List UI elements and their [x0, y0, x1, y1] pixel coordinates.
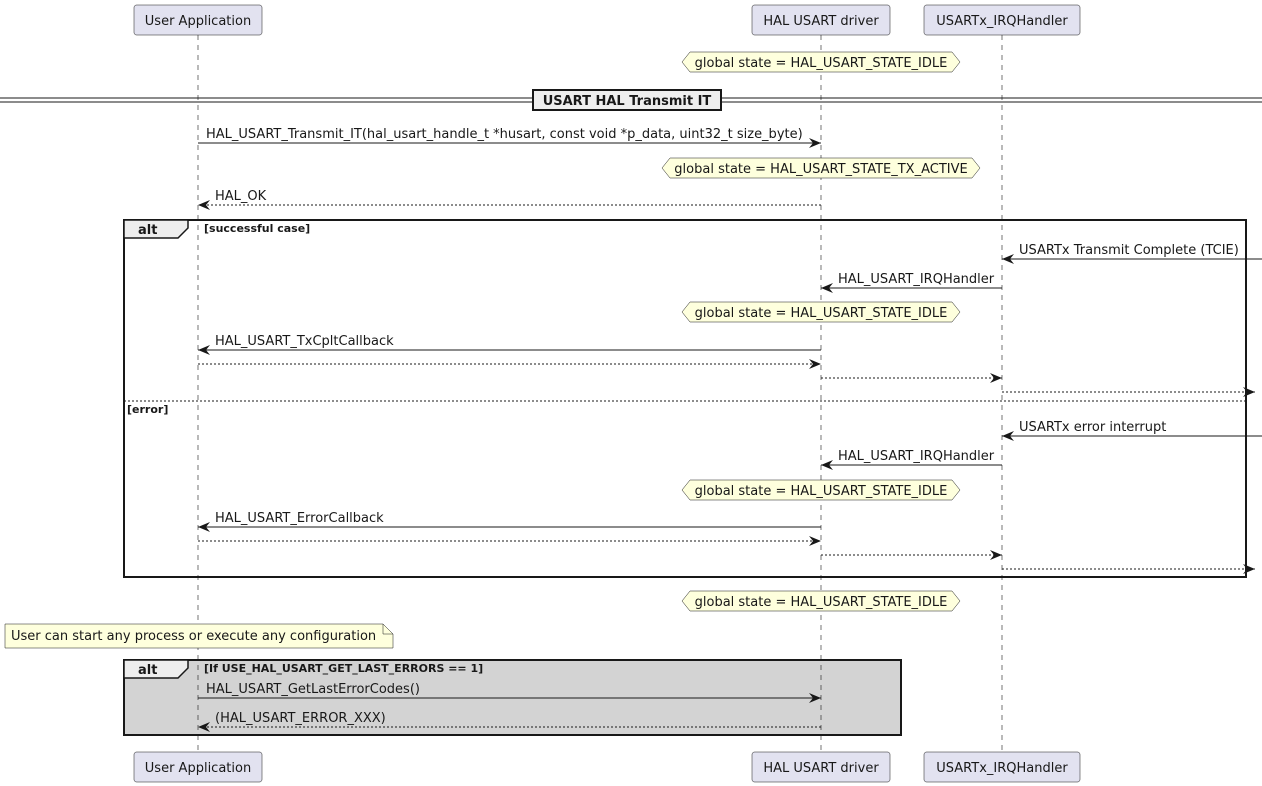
arrowhead-icon [198, 345, 210, 355]
arrowhead-icon [1002, 431, 1014, 441]
state-label: global state = HAL_USART_STATE_IDLE [695, 306, 948, 321]
message-label: HAL_OK [215, 189, 267, 204]
state-note: global state = HAL_USART_STATE_IDLE [681, 51, 961, 73]
message-label: HAL_USART_IRQHandler [838, 272, 995, 287]
participant-irq-top[interactable]: USARTx_IRQHandler [923, 4, 1081, 36]
return-message: HAL_OK [198, 189, 821, 210]
participant-user-bottom[interactable]: User Application [133, 751, 263, 783]
arrowhead-icon [809, 536, 821, 546]
message-label: USARTx error interrupt [1019, 420, 1166, 435]
arrowhead-icon [821, 460, 833, 470]
return-message [1002, 564, 1255, 574]
message-label: HAL_USART_TxCpltCallback [215, 334, 394, 349]
message-label: HAL_USART_GetLastErrorCodes() [206, 682, 420, 697]
arrowhead-icon [198, 200, 210, 210]
arrowhead-icon [1002, 254, 1014, 264]
arrowhead-icon [198, 722, 210, 732]
state-note: global state = HAL_USART_STATE_IDLE [681, 301, 961, 323]
message-label: HAL_USART_Transmit_IT(hal_usart_handle_t… [206, 127, 803, 142]
state-note: global state = HAL_USART_STATE_IDLE [681, 590, 961, 612]
message-label: (HAL_USART_ERROR_XXX) [215, 711, 386, 726]
message-label: USARTx Transmit Complete (TCIE) [1019, 243, 1239, 258]
arrowhead-icon [990, 373, 1002, 383]
alt-tab [123, 219, 189, 239]
alt-keyword: alt [138, 223, 157, 238]
call-message: HAL_USART_Transmit_IT(hal_usart_handle_t… [198, 127, 821, 148]
alt-guard: [If USE_HAL_USART_GET_LAST_ERRORS == 1] [204, 662, 483, 675]
participant-label: HAL USART driver [763, 14, 879, 29]
return-message [821, 373, 1002, 383]
arrowhead-icon [809, 359, 821, 369]
call-message: HAL_USART_TxCpltCallback [198, 334, 821, 355]
return-message [821, 550, 1002, 560]
participant-label: USARTx_IRQHandler [936, 14, 1068, 29]
alt-guard: [successful case] [204, 222, 310, 235]
arrowhead-icon [809, 138, 821, 148]
state-label: global state = HAL_USART_STATE_IDLE [695, 56, 948, 71]
state-label: global state = HAL_USART_STATE_TX_ACTIVE [674, 162, 967, 177]
participant-hal-top[interactable]: HAL USART driver [751, 4, 891, 36]
alt-guard: [error] [127, 403, 168, 416]
call-message: HAL_USART_ErrorCallback [198, 511, 821, 532]
state-note: global state = HAL_USART_STATE_IDLE [681, 479, 961, 501]
participant-label: User Application [145, 14, 251, 29]
state-label: global state = HAL_USART_STATE_IDLE [695, 595, 948, 610]
return-message [198, 359, 821, 369]
participant-hal-bottom[interactable]: HAL USART driver [751, 751, 891, 783]
message-label: HAL_USART_IRQHandler [838, 449, 995, 464]
message-label: HAL_USART_ErrorCallback [215, 511, 384, 526]
note-label: User can start any process or execute an… [11, 629, 376, 644]
note: User can start any process or execute an… [4, 623, 394, 649]
divider-label: USART HAL Transmit IT [543, 94, 712, 109]
participant-label: User Application [145, 761, 251, 776]
state-note: global state = HAL_USART_STATE_TX_ACTIVE [661, 157, 981, 179]
call-message: USARTx Transmit Complete (TCIE) [1002, 243, 1262, 264]
arrowhead-icon [809, 693, 821, 703]
participant-irq-bottom[interactable]: USARTx_IRQHandler [923, 751, 1081, 783]
arrowhead-icon [990, 550, 1002, 560]
arrowhead-icon [821, 283, 833, 293]
call-message: HAL_USART_IRQHandler [821, 449, 1002, 470]
arrowhead-icon [198, 522, 210, 532]
call-message: HAL_USART_GetLastErrorCodes() [198, 682, 821, 703]
return-message [198, 536, 821, 546]
section-divider: USART HAL Transmit IT [0, 89, 1262, 111]
call-message: HAL_USART_IRQHandler [821, 272, 1002, 293]
return-message [1002, 387, 1255, 397]
note-fold-icon [382, 624, 393, 635]
call-message: USARTx error interrupt [1002, 420, 1262, 441]
alt-keyword: alt [138, 663, 157, 678]
alt-tab [123, 659, 189, 679]
participant-user-top[interactable]: User Application [133, 4, 263, 36]
arrowhead-icon [1243, 564, 1255, 574]
participant-label: HAL USART driver [763, 761, 879, 776]
arrowhead-icon [1243, 387, 1255, 397]
alt-group: alt [successful case] [error] [123, 219, 1247, 578]
participant-label: USARTx_IRQHandler [936, 761, 1068, 776]
alt-frame [123, 219, 1247, 578]
state-label: global state = HAL_USART_STATE_IDLE [695, 484, 948, 499]
return-message: (HAL_USART_ERROR_XXX) [198, 711, 821, 732]
